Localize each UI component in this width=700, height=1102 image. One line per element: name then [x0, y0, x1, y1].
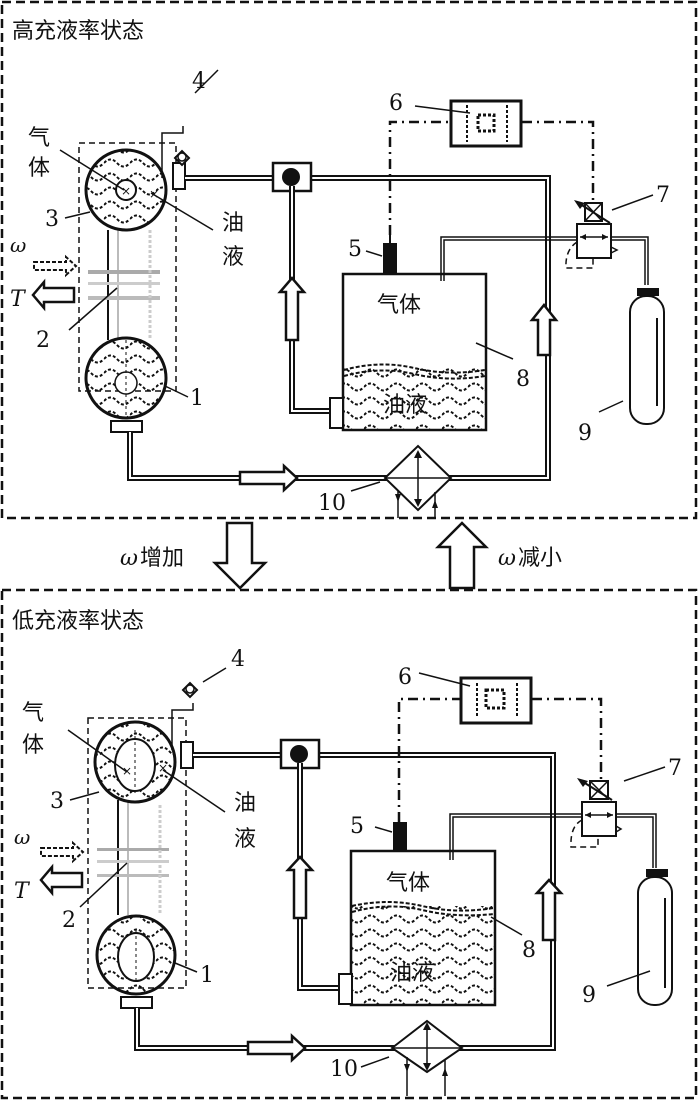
flow-arrow-up: [285, 855, 315, 920]
oil-tank: [338, 849, 497, 1007]
heat-exchanger: [390, 1019, 464, 1096]
svg-text:×: ×: [121, 184, 131, 198]
transitions: ω 增加 ω 减小: [120, 521, 562, 590]
gas-label: 体: [28, 156, 50, 181]
omega-label: ω: [10, 233, 26, 257]
tank-gas-label: 气体: [386, 871, 430, 896]
panel-border: [0, 588, 698, 1100]
label-8: 8: [522, 938, 536, 963]
svg-text:×: ×: [122, 764, 132, 778]
panel-heading: 高充液率状态: [12, 19, 144, 44]
flow-arrow-up: [534, 878, 564, 942]
gas-cylinder: [629, 288, 665, 425]
outlet-port: [120, 996, 153, 1009]
check-valve: [161, 126, 191, 178]
down-arrow: [211, 521, 269, 590]
outlet-port: [110, 420, 143, 433]
svg-text:×: ×: [158, 761, 168, 775]
omega-label: ω: [14, 825, 30, 849]
decrease-omega: ω: [498, 546, 516, 571]
tank-oil-label: 油液: [383, 393, 427, 418]
oil-label: 液: [222, 245, 244, 270]
increase-label: ω: [120, 546, 138, 571]
gas-label: 气: [22, 701, 44, 726]
speed-arrow: [33, 254, 78, 278]
label-1: 1: [200, 963, 214, 988]
label-4: 4: [231, 647, 245, 672]
tank-oil-label: 油液: [390, 961, 434, 986]
inlet-port: [180, 741, 194, 769]
panel-high-fill: 高充液率状态 × ×: [0, 0, 698, 520]
controller: [459, 676, 533, 725]
label-9: 9: [578, 421, 592, 446]
torque-arrow: [31, 278, 76, 312]
label-1: 1: [190, 386, 204, 411]
oil-label: 油: [222, 211, 244, 236]
panel-low-fill: 低充液率状态 × ×: [0, 588, 698, 1100]
label-7: 7: [656, 183, 670, 208]
speed-arrow: [40, 840, 85, 864]
proportional-valve: [565, 200, 619, 269]
stator-wheel: [95, 914, 177, 996]
heat-exchanger: [383, 444, 453, 518]
stator-wheel: [84, 336, 168, 420]
check-valve: [171, 681, 199, 750]
gas-label: 气: [28, 126, 50, 151]
panel-heading: 低充液率状态: [12, 609, 144, 634]
gas-label: 体: [22, 733, 44, 758]
inlet-port: [172, 162, 186, 190]
oil-label: 液: [234, 827, 256, 852]
oil-label: 油: [234, 791, 256, 816]
proportional-valve: [570, 778, 623, 848]
retarder-housing: [87, 717, 187, 989]
label-6: 6: [398, 665, 412, 690]
increase-text: 增加: [140, 546, 184, 571]
label-7: 7: [668, 756, 682, 781]
oil-tank: [329, 272, 488, 432]
torque-label: T: [14, 879, 31, 904]
shaft-coupling: [88, 230, 160, 340]
shaft-coupling: [97, 800, 169, 915]
label-2: 2: [62, 908, 76, 933]
label-5: 5: [348, 237, 362, 262]
flow-arrow-up: [277, 276, 307, 342]
panel-border: [0, 0, 698, 520]
label-5: 5: [350, 814, 364, 839]
label-8: 8: [516, 367, 530, 392]
label-3: 3: [45, 207, 59, 232]
flow-arrow-right: [238, 463, 299, 493]
controller: [449, 99, 523, 148]
tank-gas-label: 气体: [377, 293, 421, 318]
label-4: 4: [192, 69, 206, 94]
pressure-sensor: [393, 822, 407, 852]
label-10: 10: [318, 491, 346, 516]
flow-arrow-up: [529, 302, 559, 357]
label-9: 9: [582, 983, 596, 1008]
label-6: 6: [389, 91, 403, 116]
flow-arrow-right: [246, 1033, 307, 1063]
torque-label: T: [10, 287, 27, 312]
gas-cylinder: [637, 869, 673, 1006]
decrease-text: 减小: [518, 546, 562, 571]
rotor-wheel: × ×: [93, 720, 177, 804]
label-2: 2: [36, 328, 50, 353]
label-3: 3: [50, 789, 64, 814]
torque-arrow: [39, 863, 84, 897]
pressure-sensor: [383, 243, 397, 275]
rotor-wheel: × ×: [84, 148, 168, 232]
label-10: 10: [330, 1057, 358, 1082]
up-arrow: [434, 521, 490, 590]
